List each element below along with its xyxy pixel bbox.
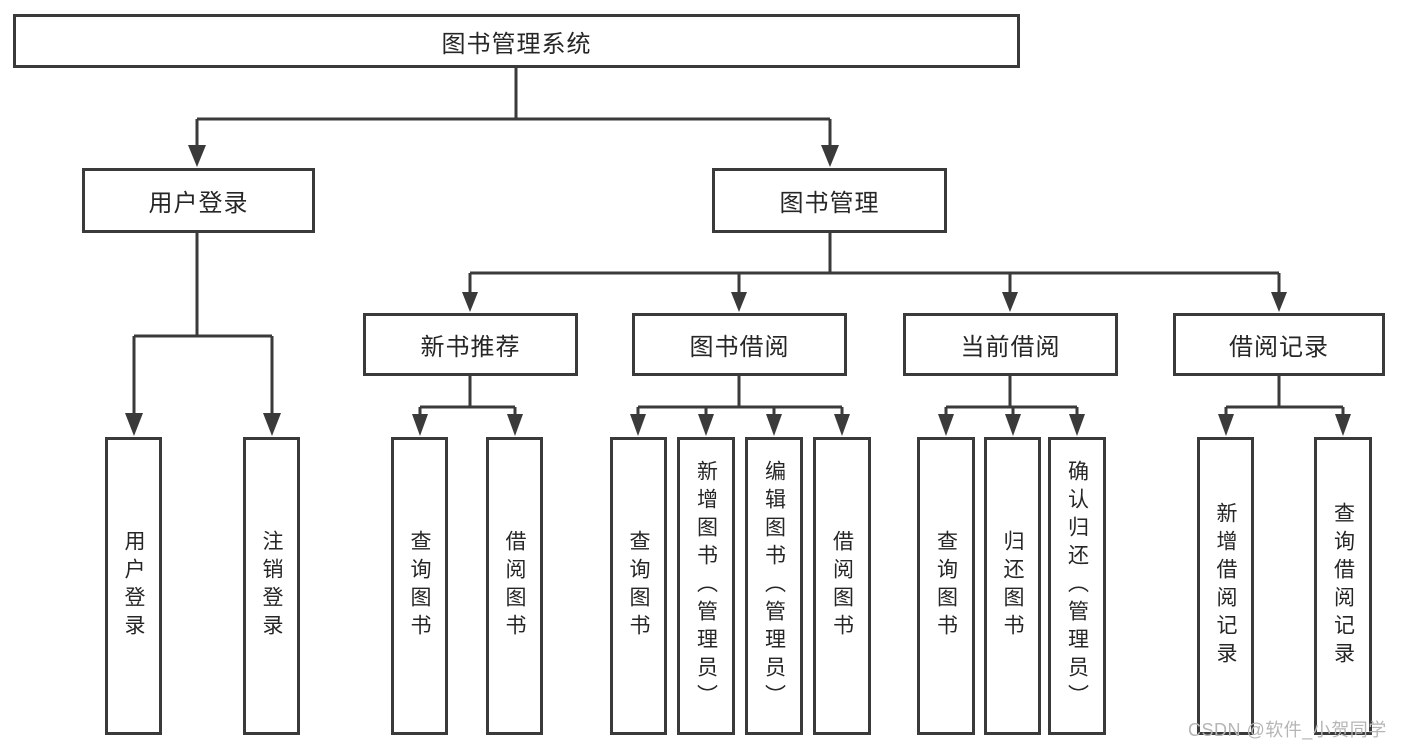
node-label: 新书推荐: [420, 334, 521, 361]
node-label: 查询借阅记录: [1331, 502, 1355, 670]
leaf-borrow-books-2: 借阅图书: [813, 437, 871, 735]
node-label: 用户登录: [148, 190, 249, 217]
leaf-add-book-admin: 新增图书（管理员）: [677, 437, 735, 735]
node-label: 注销登录: [260, 530, 283, 642]
leaf-add-borrow-record: 新增借阅记录: [1197, 437, 1254, 735]
node-label: 用户登录: [122, 530, 145, 642]
node-book-borrowing: 图书借阅: [632, 313, 847, 376]
leaf-borrow-books-1: 借阅图书: [486, 437, 543, 735]
node-book-management: 图书管理: [712, 168, 947, 233]
leaf-query-books-1: 查询图书: [391, 437, 448, 735]
node-label: 归还图书: [1001, 530, 1024, 642]
node-label: 新增图书（管理员）: [694, 460, 718, 712]
node-label: 当前借阅: [960, 334, 1061, 361]
node-label: 编辑图书（管理员）: [762, 460, 786, 712]
node-current-borrowing: 当前借阅: [903, 313, 1118, 376]
node-user-login: 用户登录: [82, 168, 315, 233]
node-label: 查询图书: [934, 530, 958, 642]
leaf-logout: 注销登录: [243, 437, 300, 735]
node-label: 借阅图书: [503, 530, 526, 642]
leaf-query-borrow-record: 查询借阅记录: [1314, 437, 1372, 735]
node-borrowing-records: 借阅记录: [1173, 313, 1385, 376]
node-label: 查询图书: [627, 530, 650, 642]
node-label: 确认归还（管理员）: [1065, 460, 1089, 712]
node-label: 借阅记录: [1229, 334, 1329, 361]
leaf-query-books-2: 查询图书: [610, 437, 667, 735]
node-label: 图书借阅: [689, 334, 790, 361]
node-label: 查询图书: [408, 530, 431, 642]
node-label: 图书管理: [779, 190, 880, 217]
node-label: 图书管理系统: [441, 30, 592, 58]
node-label: 借阅图书: [830, 530, 854, 642]
csdn-watermark: CSDN @软件_小贺同学: [1188, 720, 1387, 740]
leaf-query-books-3: 查询图书: [917, 437, 975, 735]
node-new-book-recommendation: 新书推荐: [363, 313, 578, 376]
leaf-return-books: 归还图书: [984, 437, 1041, 735]
leaf-user-login: 用户登录: [105, 437, 162, 735]
leaf-edit-book-admin: 编辑图书（管理员）: [745, 437, 803, 735]
leaf-confirm-return-admin: 确认归还（管理员）: [1048, 437, 1106, 735]
node-label: 新增借阅记录: [1214, 502, 1237, 670]
node-library-management-system: 图书管理系统: [13, 14, 1020, 68]
